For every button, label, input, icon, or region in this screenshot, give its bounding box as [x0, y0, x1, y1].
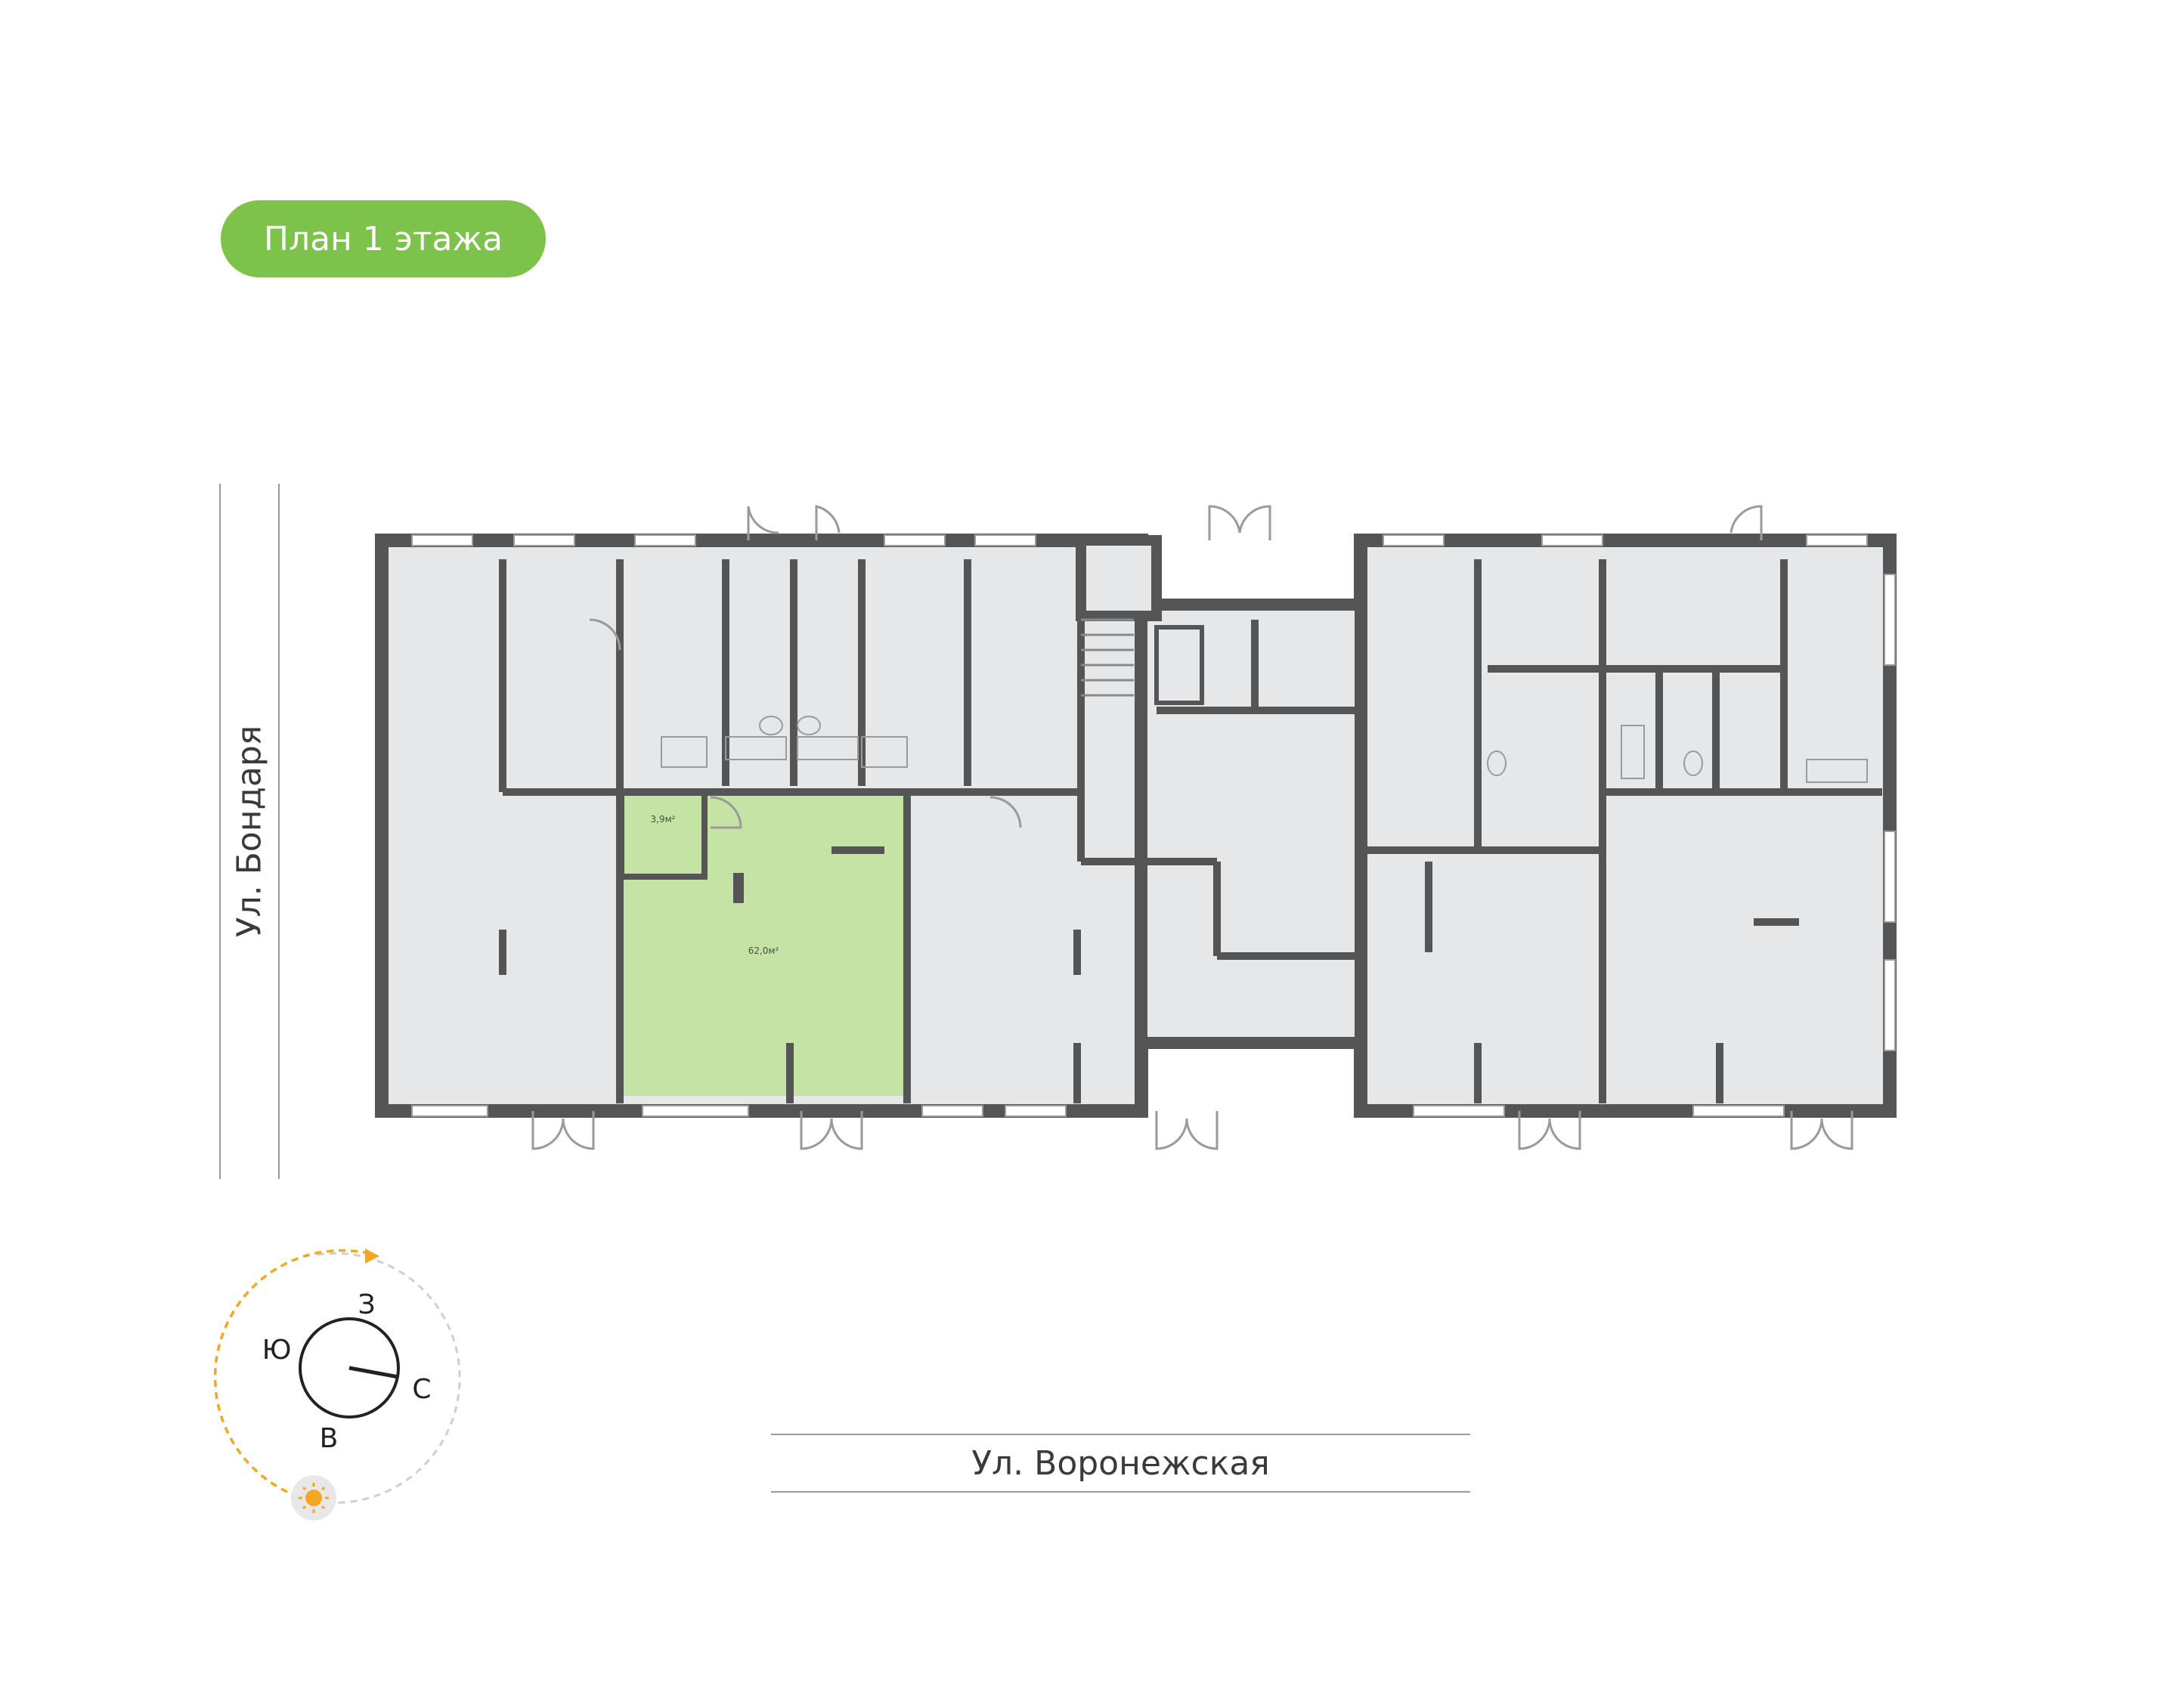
- street-label-left: Ул. Бондаря: [219, 484, 280, 1179]
- columns: [499, 846, 1799, 1103]
- fixtures: [661, 716, 1868, 783]
- windows: [411, 534, 1896, 1117]
- street-label-bottom: Ул. Воронежская: [771, 1434, 1470, 1493]
- compass-icon: З Ю С В: [213, 1249, 461, 1521]
- sun-icon: [291, 1475, 336, 1521]
- selected-unit[interactable]: [618, 789, 904, 1096]
- area-label-main: 62,0м²: [748, 945, 779, 956]
- building-shell: [375, 534, 1897, 1118]
- staircase: [1081, 618, 1204, 705]
- floor-plan-title: План 1 этажа: [221, 200, 546, 277]
- compass-west: З: [358, 1289, 375, 1320]
- area-label-small: 3,9м²: [651, 814, 676, 825]
- compass-east: В: [320, 1423, 339, 1454]
- compass-south: Ю: [262, 1335, 292, 1366]
- doors[interactable]: [531, 505, 1853, 1150]
- compass-north: С: [412, 1374, 431, 1405]
